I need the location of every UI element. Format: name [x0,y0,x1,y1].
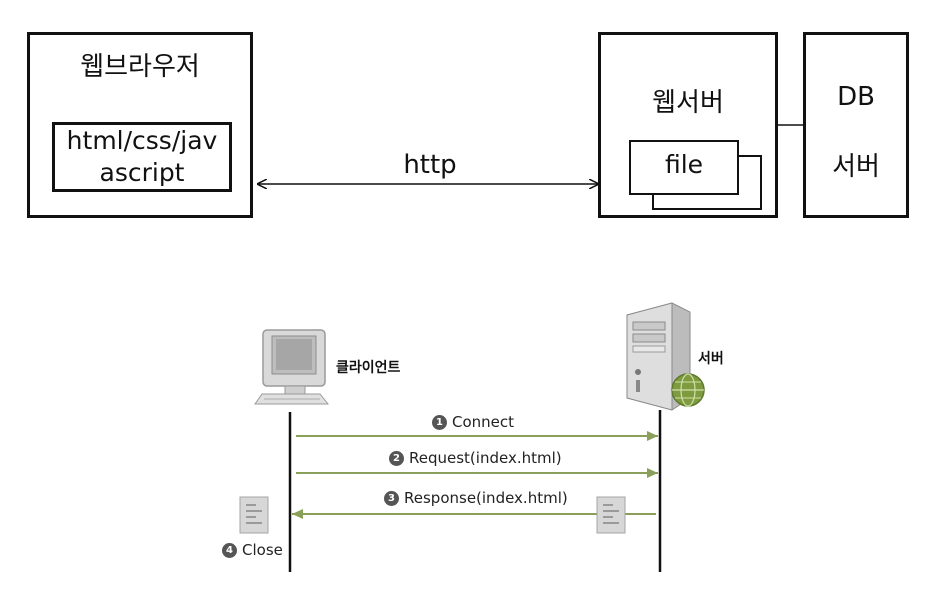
file-box [629,140,739,195]
step-label: Connect [452,413,515,431]
step-label: Response(index.html) [404,489,568,507]
step-label: Request(index.html) [409,449,562,467]
web-server-title: 웹서버 [652,88,724,118]
step-label: Close [242,541,283,559]
step-response: 3 Response(index.html) [384,489,568,507]
browser-tech-line2: ascript [99,158,185,187]
browser-tech-line1: html/css/jav [66,126,218,155]
file-label: file [664,150,704,179]
db-label-line1: DB [837,82,875,112]
server-document-icon [596,496,626,534]
db-server-box [803,32,909,218]
step-request: 2 Request(index.html) [389,449,562,467]
client-label: 클라이언트 [336,360,401,376]
globe-icon [671,373,705,407]
server-label: 서버 [698,351,724,367]
browser-tech-box [52,122,232,192]
step-close: 4 Close [222,541,283,559]
http-label: http [403,150,457,180]
step-connect: 1 Connect [432,413,514,431]
client-computer-icon [254,329,330,405]
step-number-badge: 3 [384,490,399,506]
step-number-badge: 2 [389,450,404,466]
step-number-badge: 4 [222,542,237,558]
server-tower-icon [626,302,691,411]
client-document-icon [239,496,269,534]
web-browser-title: 웹브라우저 [80,52,200,82]
step-number-badge: 1 [432,414,447,430]
db-label-line2: 서버 [832,152,880,182]
